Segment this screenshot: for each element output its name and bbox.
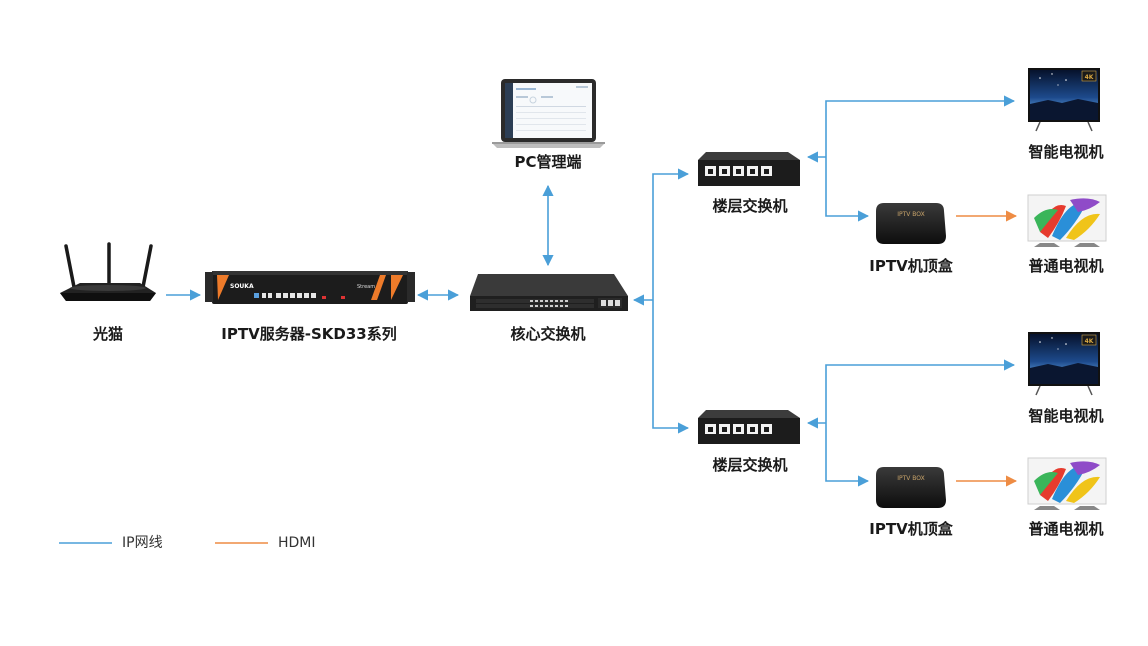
label-normal-tv-2: 普通电视机 bbox=[1028, 520, 1104, 538]
smart-tv-2-icon: 4K bbox=[1028, 332, 1100, 396]
label-normal-tv-1: 普通电视机 bbox=[1028, 257, 1104, 275]
label-modem: 光猫 bbox=[92, 325, 124, 343]
svg-text:4K: 4K bbox=[1085, 338, 1094, 345]
label-floor-switch-2: 楼层交换机 bbox=[712, 456, 788, 474]
server-ports bbox=[262, 293, 316, 298]
set-top-box-1-icon: IPTV BOX bbox=[876, 203, 946, 244]
label-floor-switch-1: 楼层交换机 bbox=[712, 197, 788, 215]
iptv-server-icon: SOUKA Stream bbox=[205, 271, 415, 304]
svg-text:IPTV BOX: IPTV BOX bbox=[897, 475, 925, 482]
legend-ip-label: IP网线 bbox=[122, 535, 163, 551]
label-stb-1: IPTV机顶盒 bbox=[869, 257, 953, 275]
label-stb-2: IPTV机顶盒 bbox=[869, 520, 953, 538]
floor-switch-2-icon bbox=[698, 410, 800, 444]
link-floor2-smarttv bbox=[825, 359, 1016, 423]
link-floor1-stb bbox=[825, 157, 870, 222]
router-icon bbox=[60, 242, 156, 301]
normal-tv-2-icon bbox=[1027, 457, 1107, 510]
svg-text:Stream: Stream bbox=[357, 284, 375, 290]
label-pc: PC管理端 bbox=[514, 153, 582, 171]
floor-switch-1-icon bbox=[698, 152, 800, 186]
link-core-floor-1 bbox=[652, 168, 690, 300]
smart-tv-1-icon: 4K bbox=[1028, 68, 1100, 132]
svg-text:IPTV BOX: IPTV BOX bbox=[897, 211, 925, 218]
set-top-box-2-icon: IPTV BOX bbox=[876, 467, 946, 508]
label-core-switch: 核心交换机 bbox=[510, 325, 586, 343]
normal-tv-1-icon bbox=[1027, 194, 1107, 247]
laptop-icon bbox=[492, 79, 605, 148]
label-smart-tv-1: 智能电视机 bbox=[1028, 143, 1104, 161]
link-floor2-stb bbox=[825, 423, 870, 487]
label-iptv-server: IPTV服务器-SKD33系列 bbox=[221, 325, 397, 343]
hdmi-connections bbox=[956, 210, 1018, 487]
link-floor1-smarttv bbox=[825, 95, 1016, 157]
legend-hdmi-label: HDMI bbox=[278, 535, 316, 551]
link-core-floor-2 bbox=[652, 300, 690, 434]
svg-text:4K: 4K bbox=[1085, 74, 1094, 81]
svg-text:SOUKA: SOUKA bbox=[230, 283, 254, 290]
core-switch-icon bbox=[470, 274, 628, 311]
connections bbox=[166, 95, 1016, 487]
label-smart-tv-2: 智能电视机 bbox=[1028, 407, 1104, 425]
